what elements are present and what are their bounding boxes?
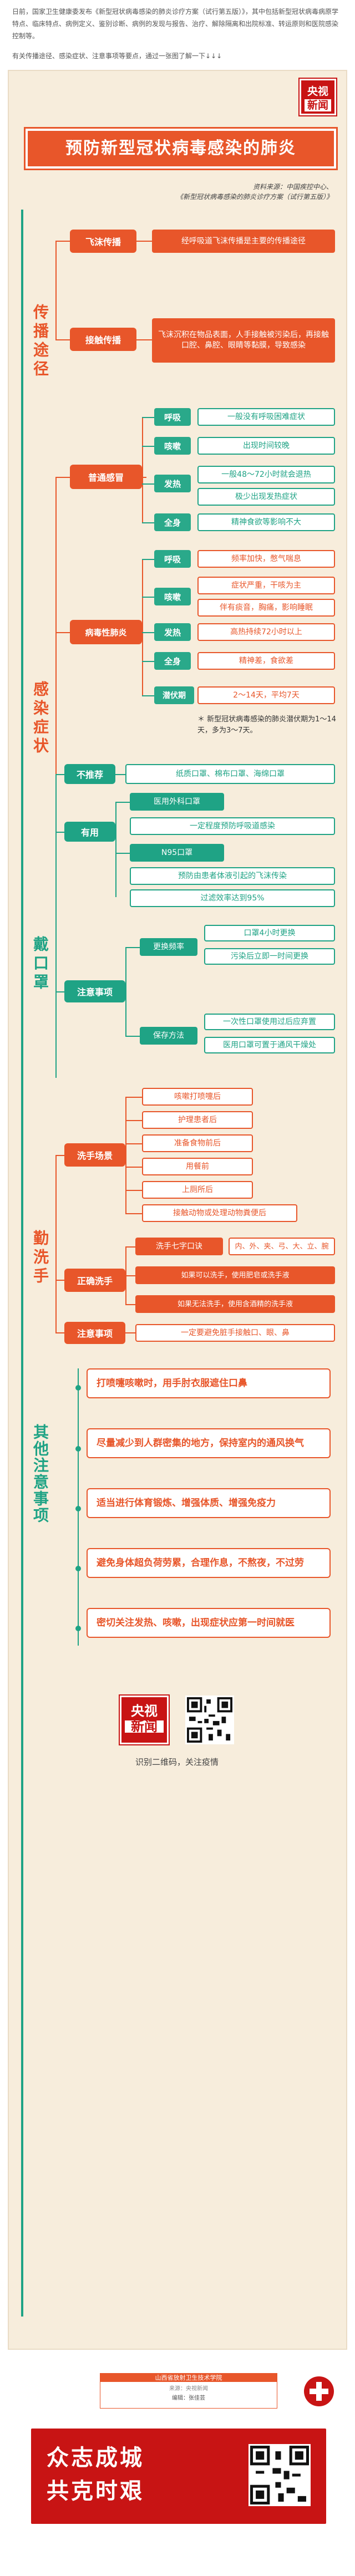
wash-bracket	[55, 1155, 57, 1332]
node-wash-when: 洗手场景	[64, 1143, 125, 1167]
node-common-cold: 普通感冒	[70, 465, 142, 489]
poster-title: 预防新型冠状病毒感染的肺炎	[26, 129, 336, 169]
viral-incubation-text: 2～14天，平均7天	[197, 686, 335, 704]
footer-credit: 山西省放射卫生技术学院 来源：央视新闻 编辑：张佳芸	[100, 2373, 277, 2409]
viral-fever-label: 发热	[154, 623, 191, 641]
node-wash-how: 正确洗手	[64, 1269, 125, 1292]
footer-source: 来源：央视新闻	[169, 2386, 208, 2392]
mask-change-item-2: 污染后立即一时间更换	[204, 948, 335, 965]
wash-when-1: 咳嗽打喷嚏后	[142, 1088, 253, 1106]
node-droplet: 飞沫传播	[70, 230, 136, 253]
main-spine	[21, 210, 23, 2317]
red-cross-logo	[304, 2376, 334, 2406]
wash-when-5: 上厕所后	[142, 1181, 253, 1199]
slogan-line-2: 共克时艰	[47, 2478, 144, 2504]
droplet-desc: 经呼吸道飞沫传播是主要的传播途径	[152, 230, 335, 253]
wash-seven-steps: 内、外、夹、弓、大、立、腕	[229, 1238, 335, 1255]
mask-store-item-1: 一次性口罩使用过后应弃置	[204, 1014, 335, 1030]
viral-body-text: 精神差，食欲差	[197, 652, 335, 670]
symptoms-bracket	[55, 477, 57, 776]
banner-qr-code[interactable]	[248, 2444, 311, 2506]
other-item-4: 避免身体超负荷劳累，合理作息，不熬夜，不过劳	[87, 1548, 331, 1578]
other-item-2: 尽量减少到人群密集的地方，保持室内的通风换气	[87, 1428, 331, 1458]
viral-cough-text-1: 症状严重，干咳为主	[197, 577, 335, 594]
node-wash-notes: 注意事项	[64, 1322, 125, 1344]
section-symptoms-label: 感染症状	[31, 681, 49, 756]
source-credit: 资料来源：中国疾控中心、 《新型冠状病毒感染的肺炎诊疗方案（试行第五版）》	[176, 182, 333, 202]
source-line-2: 《新型冠状病毒感染的肺炎诊疗方案（试行第五版）》	[176, 193, 333, 201]
viral-cough-label: 咳嗽	[154, 588, 191, 605]
cold-fever-text-1: 一般48～72小时就会退热	[197, 466, 335, 483]
viral-incubation-label: 潜伏期	[154, 686, 194, 704]
mask-n95: N95口罩	[130, 844, 224, 862]
slogan-line-1: 众志成城	[47, 2445, 144, 2471]
cold-cough-label: 咳嗽	[154, 437, 191, 455]
transmission-bracket	[55, 241, 57, 339]
cold-fever-text-2: 极少出现发热症状	[197, 488, 335, 506]
mask-change-label: 更换频率	[140, 938, 197, 956]
cold-fever-label: 发热	[154, 475, 191, 492]
mask-medical-desc: 一定程度预防呼吸道感染	[130, 817, 335, 835]
viral-fever-text: 高热持续72小时以上	[197, 623, 335, 641]
wash-notes-text: 一定要避免脏手接触口、眼、鼻	[135, 1324, 335, 1342]
wash-when-6: 接触动物或处理动物粪便后	[142, 1204, 297, 1222]
qr-caption: 识别二维码，关注疫情	[135, 1757, 219, 1767]
cold-breathing-text: 一般没有呼吸困难症状	[197, 408, 335, 426]
slogan-banner: 众志成城 共克时艰	[31, 2429, 326, 2524]
node-not-recommended: 不推荐	[64, 764, 115, 784]
viral-body-label: 全身	[154, 652, 191, 670]
node-contact: 接触传播	[70, 328, 136, 351]
section-other-label: 其他注意事项	[31, 1424, 49, 1524]
viral-cough-text-2: 伴有痰音，胸痛，影响睡眠	[197, 599, 335, 617]
mask-bracket	[55, 774, 57, 1078]
incubation-note: ＊ 新型冠状病毒感染的肺炎潜伏期为1～14天，多为3～7天。	[197, 715, 336, 735]
node-useful: 有用	[64, 822, 115, 842]
other-item-3: 适当进行体育锻炼、增强体质、增强免疫力	[87, 1488, 331, 1518]
intro-text: 日前，国家卫生健康委发布《新型冠状病毒感染的肺炎诊疗方案（试行第五版）》，其中包…	[0, 0, 355, 62]
mask-n95-desc: 预防由患者体液引起的飞沫传染	[130, 867, 335, 885]
mask-n95-efficiency: 过滤效率达到95%	[130, 889, 335, 907]
cctv-news-logo-bottom: 央视 新闻	[120, 1696, 169, 1744]
footer-org: 山西省放射卫生技术学院	[100, 2374, 277, 2382]
viral-breathing-text: 频率加快，憋气喘息	[197, 550, 335, 568]
cold-body-label: 全身	[154, 513, 191, 531]
wash-soap: 如果可以洗手，使用肥皂或洗手液	[135, 1266, 335, 1284]
qr-code[interactable]	[185, 1696, 234, 1744]
contact-desc: 飞沫沉积在物品表面，人手接触被污染后，再接触口腔、鼻腔、眼睛等黏膜，导致感染	[152, 318, 335, 363]
other-item-5: 密切关注发热、咳嗽，出现症状应第一时间就医	[87, 1608, 331, 1638]
wash-when-2: 护理患者后	[142, 1111, 253, 1129]
cold-cough-text: 出现时间较晚	[197, 437, 335, 455]
cold-breathing-label: 呼吸	[154, 408, 191, 426]
section-wash-label: 勤洗手	[31, 1230, 49, 1286]
viral-breathing-label: 呼吸	[154, 550, 191, 568]
footer-editor: 编辑：张佳芸	[172, 2395, 205, 2401]
logo-line-2: 新闻	[305, 99, 331, 111]
cold-body-text: 精神食欲等影响不大	[197, 513, 335, 531]
wash-alcohol: 如果无法洗手，使用含酒精的洗手液	[135, 1295, 335, 1313]
node-mask-notes: 注意事项	[64, 980, 125, 1002]
other-item-1: 打喷嚏咳嗽时，用手肘衣服遮住口鼻	[87, 1368, 331, 1398]
logo-line-1: 央视	[307, 85, 328, 98]
cctv-news-logo: 央视 新闻	[300, 79, 336, 115]
source-line-1: 资料来源：中国疾控中心、	[252, 183, 333, 191]
intro-paragraph-2: 有关传播途径、感染症状、注意事项等要点，通过一张图了解一下↓↓↓	[12, 52, 222, 60]
section-mask-label: 戴口罩	[31, 936, 49, 992]
wash-seven-steps-label: 洗手七字口诀	[135, 1238, 223, 1255]
infographic-poster: 央视 新闻 预防新型冠状病毒感染的肺炎 资料来源：中国疾控中心、 《新型冠状病毒…	[8, 70, 347, 2350]
mask-store-label: 保存方法	[140, 1027, 197, 1045]
intro-paragraph-1: 日前，国家卫生健康委发布《新型冠状病毒感染的肺炎诊疗方案（试行第五版）》，其中包…	[12, 8, 339, 40]
not-recommended-text: 纸质口罩、棉布口罩、海绵口罩	[125, 764, 335, 784]
mask-medical-surgical: 医用外科口罩	[130, 793, 224, 811]
section-transmission-label: 传播途径	[31, 304, 49, 379]
node-viral-pneumonia: 病毒性肺炎	[70, 620, 142, 644]
mask-change-item-1: 口罩4小时更换	[204, 925, 335, 941]
mask-store-item-2: 医用口罩可置于通风干燥处	[204, 1037, 335, 1053]
wash-when-4: 用餐前	[142, 1158, 253, 1175]
wash-when-3: 准备食物前后	[142, 1134, 253, 1152]
